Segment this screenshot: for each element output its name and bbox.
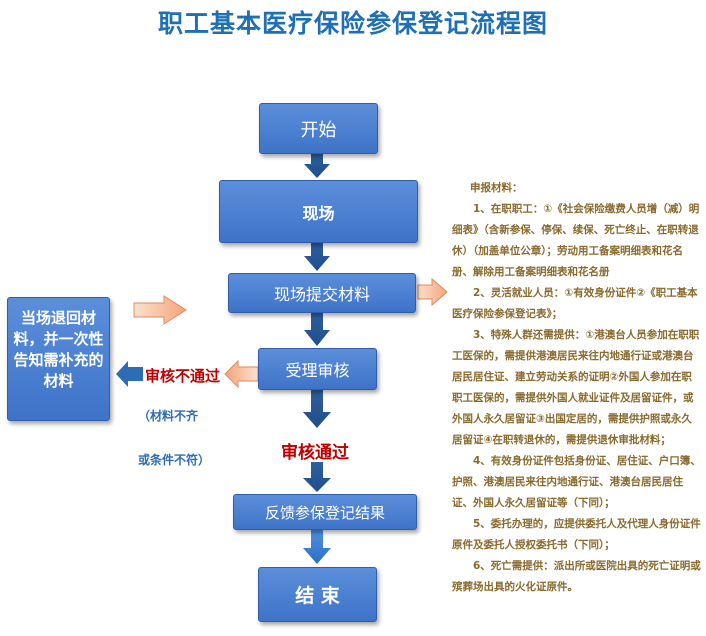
onsite-node: 现场 — [219, 180, 418, 243]
materials-item: 5、委托办理的，应提供委托人及代理人身份证件原件及委托人授权委托书（下同）； — [452, 518, 701, 551]
start-node: 开始 — [259, 103, 378, 154]
arrow-to-materials — [417, 277, 448, 307]
end-node-label: 结 束 — [295, 585, 340, 607]
arrow-review-to-reject — [224, 359, 259, 389]
onsite-node-label: 现场 — [302, 203, 335, 223]
page-title: 职工基本医疗保险参保登记流程图 — [157, 9, 548, 38]
materials-item: 4、有效身份证件包括身份证、居住证、户口簿、护照、港澳居民来往内地通行证、港澳台… — [452, 455, 701, 509]
start-node-label: 开始 — [300, 119, 337, 141]
feedback-node-label: 反馈参保登记结果 — [264, 503, 385, 522]
materials-item: 1、在职职工：①《社会保险缴费人员增（减）明细表》（含新参保、停保、续保、死亡终… — [452, 203, 700, 278]
arrow-side-to-submit — [133, 295, 187, 325]
materials-item: 6、死亡需提供：派出所或医院出具的死亡证明或殡葬场出具的火化证原件。 — [452, 560, 701, 593]
pass-label: 审核通过 — [281, 443, 349, 463]
materials-item: 2、灵活就业人员：①有效身份证件②《职工基本医疗保险参保登记表》； — [452, 287, 698, 320]
return-materials-node: 当场退回材料，并一次性告知需补充的材料 — [7, 297, 110, 421]
feedback-node: 反馈参保登记结果 — [233, 494, 417, 530]
review-node-label: 受理审核 — [285, 361, 350, 380]
arrow-down-2 — [304, 243, 330, 271]
arrow-down-1 — [304, 154, 330, 178]
materials-notes: 申报材料： 1、在职职工：①《社会保险缴费人员增（减）明细表》（含新参保、停保、… — [452, 178, 702, 598]
arrow-down-5 — [303, 462, 331, 492]
materials-item: 3、特殊人群还需提供：①港澳台人员参加在职职工医保的，需提供港澳居民来往内地通行… — [452, 329, 700, 446]
reject-reason-line1: （材料不齐 — [138, 409, 199, 423]
review-node: 受理审核 — [258, 348, 377, 390]
reject-reason-line2: 或条件不符） — [138, 453, 211, 467]
submit-node-label: 现场提交材料 — [273, 285, 370, 304]
arrow-down-4 — [303, 390, 331, 428]
arrow-reject-to-side — [116, 361, 143, 387]
arrow-down-6 — [303, 530, 331, 564]
reject-label: 审核不通过 — [145, 367, 221, 385]
end-node: 结 束 — [258, 567, 377, 622]
submit-node: 现场提交材料 — [228, 273, 416, 313]
arrow-down-3 — [304, 313, 330, 346]
return-materials-label: 当场退回材料，并一次性告知需补充的材料 — [13, 309, 104, 390]
materials-heading: 申报材料： — [470, 182, 523, 194]
